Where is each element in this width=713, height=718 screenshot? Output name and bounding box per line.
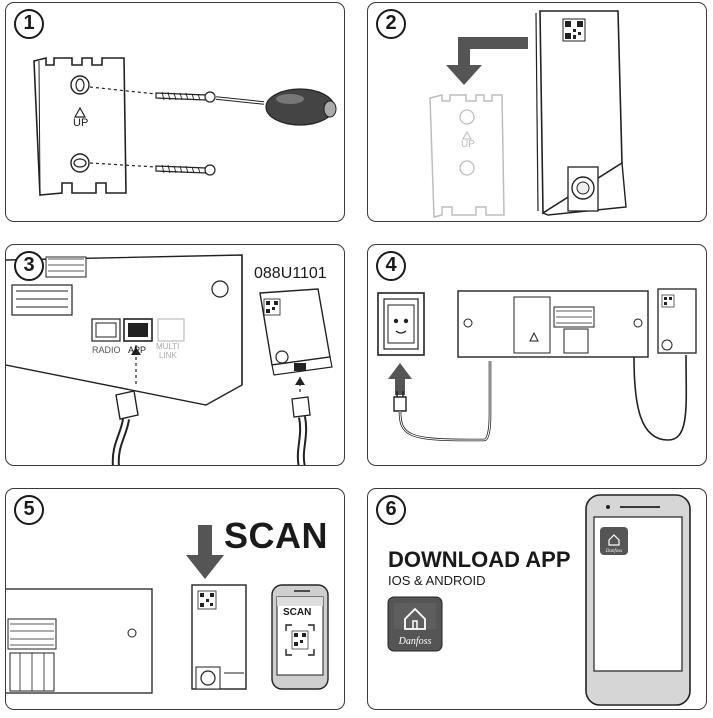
scan-qr-illustration [6, 525, 329, 694]
port-multi-label: MULTI [156, 342, 180, 351]
port-app-label: APP [128, 345, 147, 355]
up-label: UP [461, 139, 475, 150]
qr-code-icon [197, 590, 217, 610]
port-link-label: LINK [159, 351, 177, 360]
up-label: UP [73, 117, 89, 129]
scan-label: SCAN [224, 515, 329, 556]
step-3-panel: 3 088U1101 RADIO APP MULTI LINK [5, 244, 345, 466]
smartphone-icon: Danfoss [585, 494, 691, 706]
screw-icon [155, 164, 216, 176]
screwdriver-icon [215, 88, 337, 126]
download-app-illustration: Danfoss Danfoss [387, 494, 691, 706]
step-5-panel: 5 SCAN SCAN [5, 488, 345, 710]
plug-icon [393, 391, 407, 412]
attach-device-illustration [429, 10, 627, 218]
connect-cable-illustration [6, 254, 333, 465]
step-4-panel: 4 [367, 244, 707, 466]
qr-code-icon [263, 298, 281, 316]
step-1-panel: 1 UP [5, 2, 345, 222]
step-2-panel: 2 UP [367, 2, 707, 222]
step-number: 6 [376, 495, 406, 525]
power-connection-illustration [377, 288, 697, 442]
step-number: 2 [376, 9, 406, 39]
app-icon: Danfoss [387, 596, 443, 652]
step-number: 4 [376, 251, 406, 281]
house-icon [404, 607, 426, 630]
port-radio-label: RADIO [92, 345, 121, 355]
step-number: 3 [14, 251, 44, 281]
model-number: 088U1101 [254, 265, 327, 282]
down-arrow-icon [388, 363, 412, 395]
step-number: 1 [14, 9, 44, 39]
qr-code-icon [562, 18, 586, 42]
svg-text:Danfoss: Danfoss [605, 549, 622, 554]
screw-icon [155, 91, 216, 103]
step-6-panel: Danfoss Danfoss 6 DOWNLOAD APP IOS & AND… [367, 488, 707, 710]
download-app-title: DOWNLOAD APP [388, 547, 571, 572]
outlet-icon [377, 292, 425, 356]
danfoss-logo: Danfoss [398, 636, 432, 647]
step-number: 5 [14, 495, 44, 525]
wall-mount-illustration [33, 56, 337, 196]
qr-code-icon [661, 294, 675, 308]
smartphone-icon [271, 584, 329, 690]
down-arrow-icon [446, 37, 528, 85]
phone-scan-label: SCAN [283, 607, 312, 618]
down-arrow-icon [186, 525, 224, 579]
platform-subtitle: IOS & ANDROID [388, 573, 486, 588]
